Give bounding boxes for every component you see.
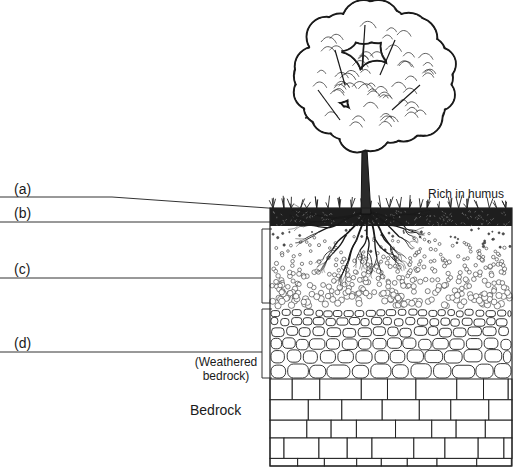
horizon-label: (d) <box>14 335 54 351</box>
horizon-label: (b) <box>14 205 54 221</box>
humus-layer <box>270 208 512 226</box>
layer-name: Bedrock <box>190 402 260 418</box>
horizon-label: (a) <box>14 181 54 197</box>
weathered-stones <box>271 309 511 378</box>
leader-line <box>0 222 276 223</box>
profile-frame <box>270 208 512 466</box>
horizon-label: (c) <box>14 261 54 277</box>
bedrock-blocks <box>270 379 512 466</box>
soil-layers <box>269 195 512 466</box>
tree-crown <box>294 0 456 152</box>
leader-line <box>0 278 262 279</box>
subsoil-texture <box>270 228 513 309</box>
leader-line <box>0 197 282 209</box>
roots <box>288 205 431 287</box>
layer-note: (Weathered bedrock) <box>190 355 262 383</box>
layer-note: Rich in humus <box>428 187 517 201</box>
humus-texture <box>273 210 510 226</box>
tree <box>288 0 456 287</box>
leader-line <box>0 352 262 353</box>
